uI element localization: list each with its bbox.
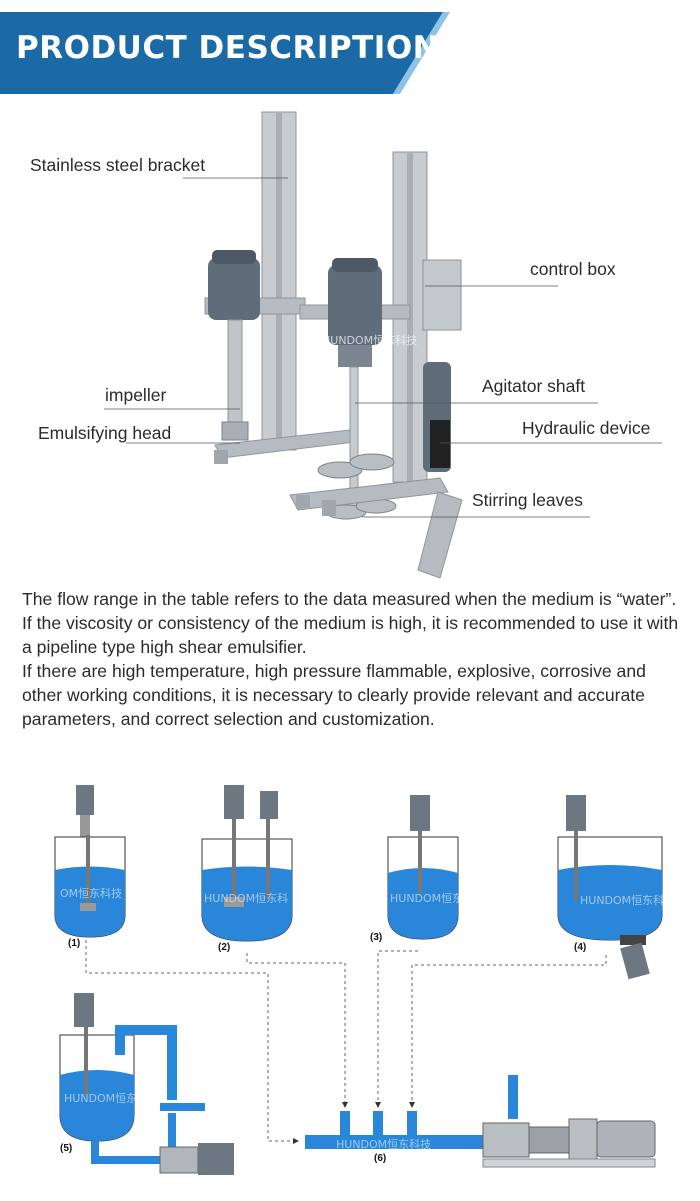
page-title: PRODUCT DESCRIPTION (16, 30, 440, 66)
diagram-watermark-1: OM恒东科技 (60, 887, 123, 900)
diagram-label-1: (1) (68, 938, 81, 949)
diagram-label-3: (3) (370, 932, 383, 943)
callout-emulsifying-head: Emulsifying head (38, 423, 172, 443)
callout-control-box: control box (530, 259, 616, 279)
description-text: The flow range in the table refers to th… (22, 587, 690, 731)
callout-bracket: Stainless steel bracket (30, 155, 206, 175)
mixer-illustration (104, 111, 662, 579)
diagram-graphic (54, 785, 663, 1175)
description-paragraph-3: If there are high temperature, high pres… (22, 661, 646, 729)
diagram-watermark-4: HUNDOM恒东科 (580, 894, 665, 907)
diagram-label-2: (2) (218, 942, 231, 953)
diagram-watermark-2: HUNDOM恒东科 (204, 892, 289, 905)
diagram-watermark-5: HUNDOM恒东科 (64, 1092, 149, 1105)
product-photo: HUNDOM恒东科技 Stainless steel bracket contr… (0, 100, 700, 590)
photo-watermark: HUNDOM恒东科技 (322, 334, 418, 347)
callout-stirring-leaves: Stirring leaves (472, 490, 583, 510)
installation-diagram: (1) (2) (3) (4) (5) (6) OM恒东科技 HUNDOM恒东科… (0, 775, 700, 1196)
description-paragraph-1: The flow range in the table refers to th… (22, 589, 677, 609)
diagram-watermark-6: HUNDOM恒东科技 (336, 1138, 432, 1151)
header-banner: PRODUCT DESCRIPTION (0, 0, 700, 100)
diagram-label-6: (6) (374, 1153, 387, 1164)
description-paragraph-2: If the viscosity or consistency of the m… (22, 613, 679, 657)
diagram-label-5: (5) (60, 1143, 73, 1154)
callout-impeller: impeller (105, 385, 167, 405)
diagram-label-4: (4) (574, 942, 587, 953)
banner-shape (0, 12, 450, 94)
diagram-watermark-3: HUNDOM恒东科 (390, 892, 475, 905)
callout-hydraulic-device: Hydraulic device (522, 418, 651, 438)
callout-agitator-shaft: Agitator shaft (482, 376, 586, 396)
